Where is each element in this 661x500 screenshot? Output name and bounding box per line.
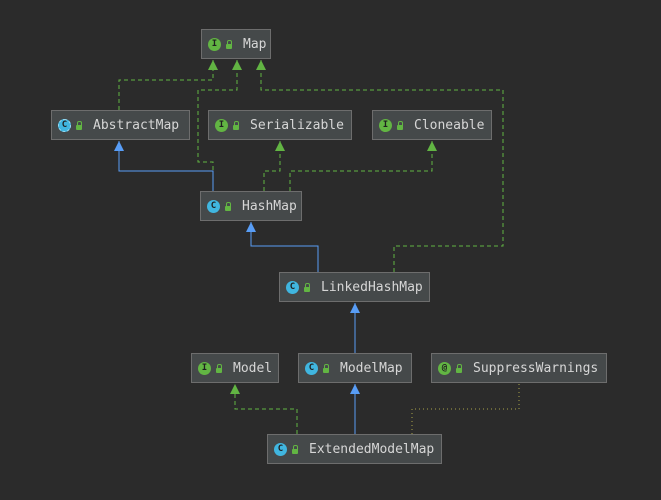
node-map-label: Map (243, 36, 267, 52)
node-model-label: Model (233, 360, 273, 376)
lock-icon (232, 120, 240, 130)
edge-extendedmodelmap-annotated-suppresswarnings (411, 384, 520, 434)
node-extended-model-map[interactable]: C ExtendedModelMap (267, 434, 442, 464)
interface-icon: I (198, 361, 211, 375)
lock-icon (303, 282, 311, 292)
interface-icon: I (215, 118, 228, 132)
lock-icon (225, 39, 233, 49)
node-suppress-warnings[interactable]: @ SuppressWarnings (431, 353, 607, 383)
node-model-map[interactable]: C ModelMap (298, 353, 412, 383)
node-cloneable[interactable]: I Cloneable (372, 110, 492, 140)
node-extended-model-map-label: ExtendedModelMap (309, 441, 435, 457)
edge-extendedmodelmap-implements-model-arrowhead (230, 384, 240, 394)
lock-icon (215, 363, 223, 373)
node-model-map-label: ModelMap (340, 360, 403, 376)
edge-hashmap-implements-serializable-arrowhead (275, 141, 285, 151)
node-serializable[interactable]: I Serializable (208, 110, 352, 140)
class-icon: C (305, 361, 318, 375)
node-hash-map-label: HashMap (242, 198, 297, 214)
edge-abstractmap-implements-map (118, 60, 214, 110)
edge-hashmap-extends-abstractmap-arrowhead (114, 141, 124, 151)
edge-linkedhashmap-extends-hashmap (250, 222, 319, 272)
edge-hashmap-extends-abstractmap (118, 141, 214, 191)
interface-icon: I (208, 37, 221, 51)
lock-icon (322, 363, 330, 373)
edge-linkedhashmap-implements-map-arrowhead (256, 60, 266, 70)
lock-icon (396, 120, 404, 130)
node-hash-map[interactable]: C HashMap (200, 191, 302, 221)
edge-modelmap-extends-linkedhashmap-arrowhead (350, 303, 360, 313)
edge-linkedhashmap-extends-hashmap-arrowhead (246, 222, 256, 232)
edge-hashmap-implements-cloneable (289, 141, 433, 191)
lock-icon (75, 120, 83, 130)
edge-abstractmap-implements-map-arrowhead (208, 60, 218, 70)
edge-hashmap-implements-serializable (263, 141, 281, 191)
node-linked-hash-map-label: LinkedHashMap (321, 279, 423, 295)
annotation-icon: @ (438, 361, 451, 375)
lock-icon (224, 201, 232, 211)
abstract-class-icon: C (58, 118, 71, 132)
edge-linkedhashmap-implements-map (260, 60, 504, 272)
node-map[interactable]: I Map (201, 29, 271, 59)
node-abstract-map[interactable]: C AbstractMap (51, 110, 190, 140)
node-serializable-label: Serializable (250, 117, 344, 133)
edge-hashmap-implements-cloneable-arrowhead (427, 141, 437, 151)
lock-icon (455, 363, 463, 373)
class-icon: C (286, 280, 299, 294)
node-abstract-map-label: AbstractMap (93, 117, 180, 133)
node-model[interactable]: I Model (191, 353, 279, 383)
class-icon: C (274, 442, 287, 456)
edge-extendedmodelmap-implements-model (234, 384, 298, 434)
edge-hashmap-implements-map (197, 60, 238, 191)
interface-icon: I (379, 118, 392, 132)
node-linked-hash-map[interactable]: C LinkedHashMap (279, 272, 430, 302)
node-cloneable-label: Cloneable (414, 117, 485, 133)
lock-icon (291, 444, 299, 454)
edge-extendedmodelmap-extends-modelmap-arrowhead (350, 384, 360, 394)
node-suppress-warnings-label: SuppressWarnings (473, 360, 599, 376)
edge-hashmap-implements-map-arrowhead (232, 60, 242, 70)
class-icon: C (207, 199, 220, 213)
